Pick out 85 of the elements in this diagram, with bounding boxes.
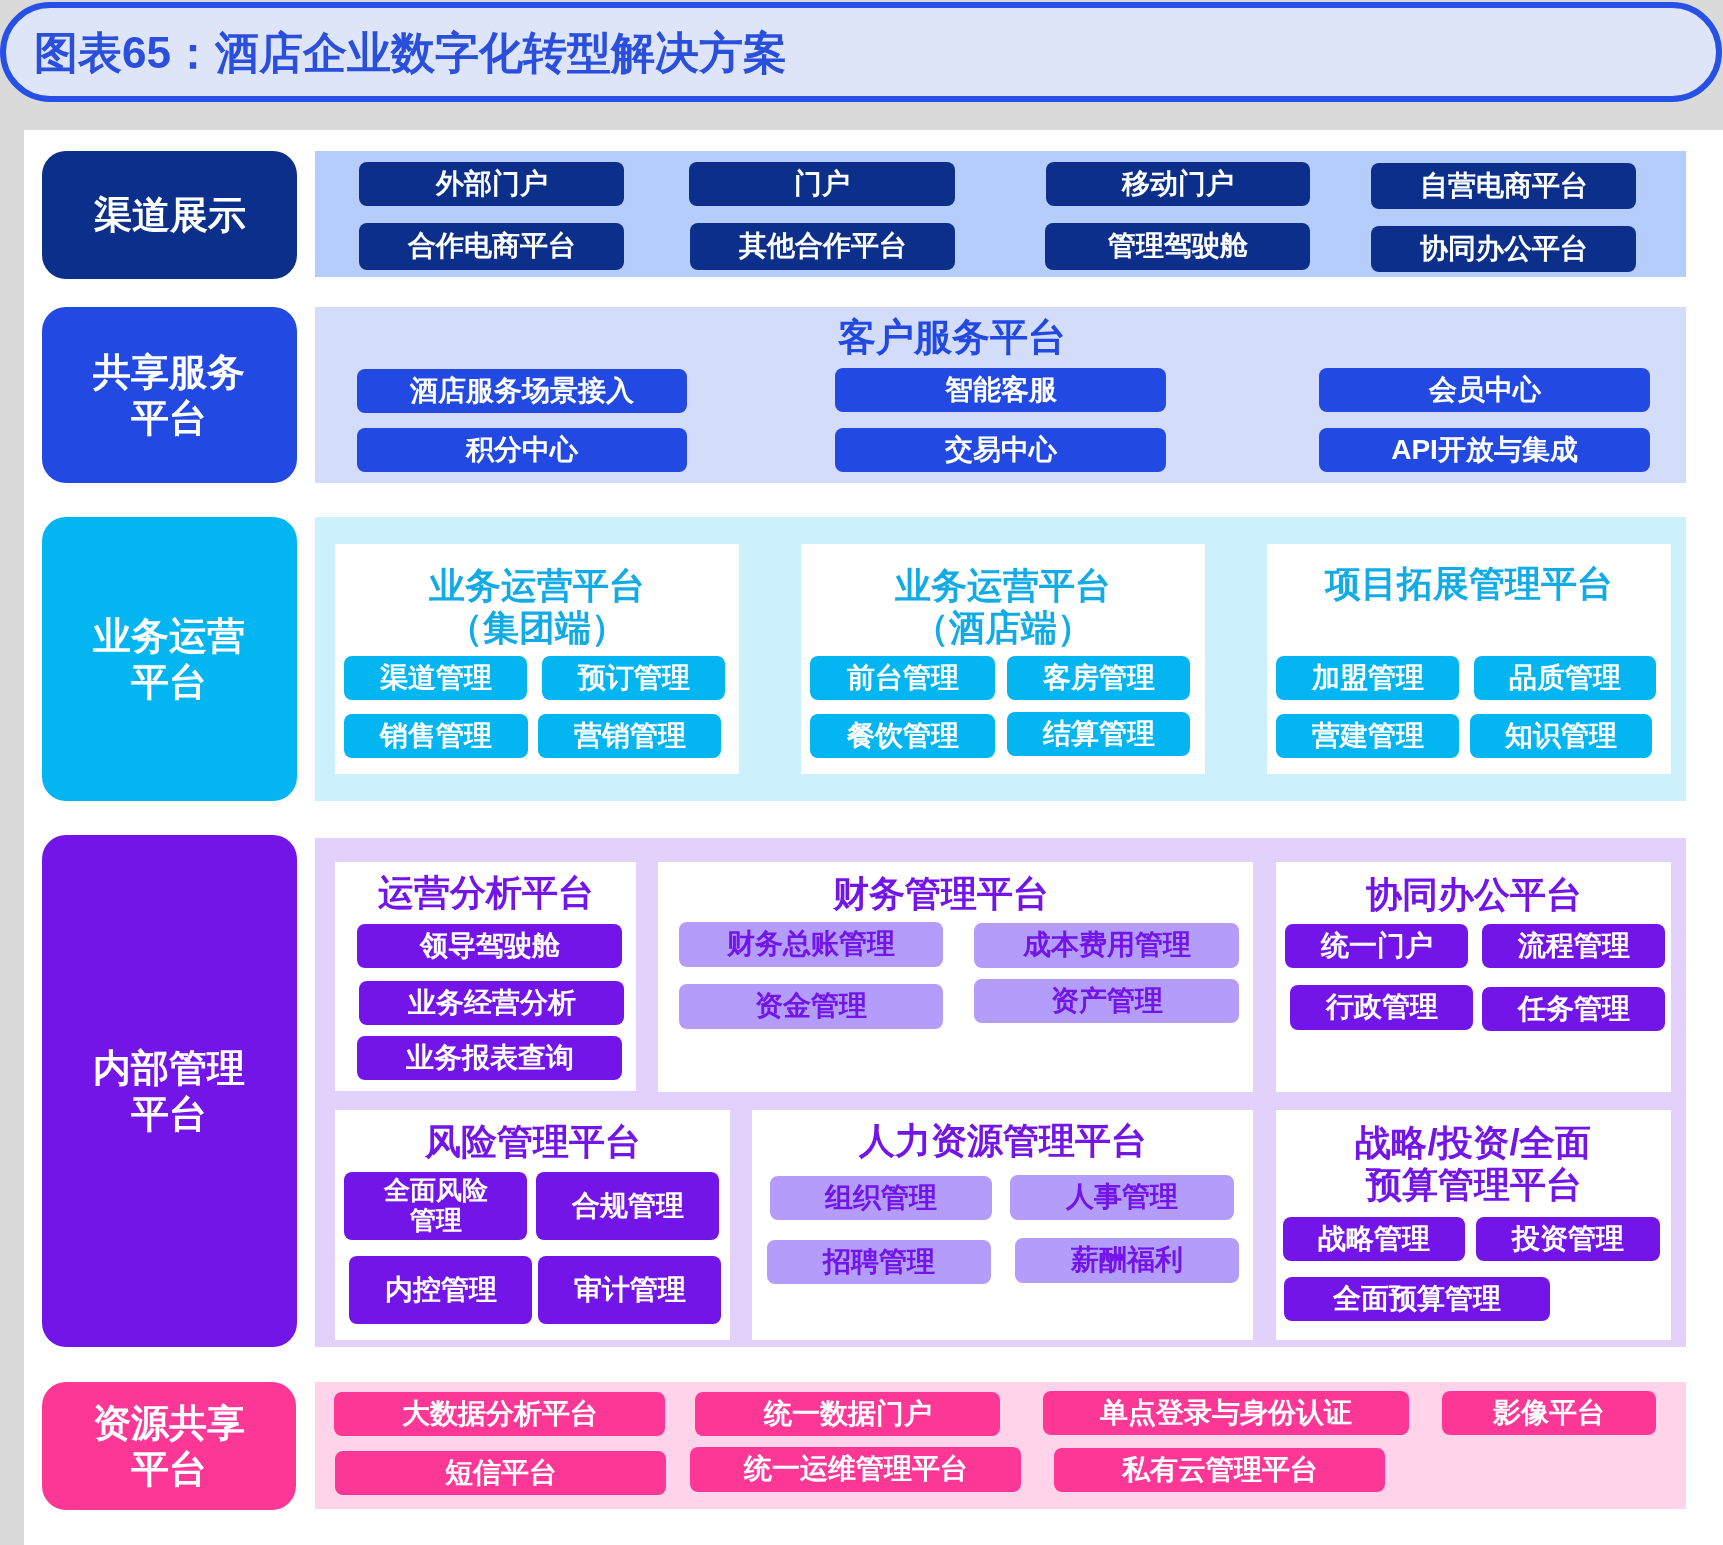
module-tag: 单点登录与身份认证 (1043, 1391, 1409, 1435)
module-tag: 客房管理 (1007, 656, 1190, 700)
module-tag: 人事管理 (1010, 1175, 1234, 1220)
module-tag: 加盟管理 (1276, 656, 1459, 700)
module-tag: 招聘管理 (767, 1240, 991, 1284)
module-tag: 品质管理 (1474, 656, 1656, 700)
module-tag: 行政管理 (1290, 985, 1473, 1030)
diagram-title: 图表65：酒店企业数字化转型解决方案 (34, 28, 787, 78)
platform-heading: 业务运营平台（集团端） (428, 565, 646, 649)
module-tag: 投资管理 (1476, 1217, 1660, 1261)
layer-name-tile: 业务运营平台 (42, 517, 297, 801)
module-tag: 业务报表查询 (357, 1036, 622, 1080)
platform-heading: 人力资源管理平台 (858, 1120, 1147, 1162)
module-tag: 外部门户 (359, 162, 624, 206)
layer-name-tile: 渠道展示 (42, 151, 297, 279)
module-tag: 影像平台 (1442, 1391, 1656, 1435)
platform-heading: 运营分析平台 (377, 872, 594, 914)
module-tag: 成本费用管理 (974, 923, 1239, 968)
module-tag: 门户 (689, 162, 955, 206)
platform-card (335, 1110, 730, 1340)
platform-heading: 财务管理平台 (832, 873, 1049, 915)
module-tag: 私有云管理平台 (1054, 1448, 1385, 1492)
module-tag: 短信平台 (335, 1451, 666, 1495)
layer-band (315, 1382, 1686, 1509)
module-tag: 组织管理 (770, 1176, 992, 1220)
module-tag: 内控管理 (349, 1256, 532, 1324)
module-tag: 合作电商平台 (359, 223, 624, 270)
platform-card (1276, 1110, 1671, 1340)
platform-card (1267, 544, 1671, 774)
platform-card (801, 544, 1205, 774)
module-tag: 智能客服 (835, 368, 1166, 412)
module-tag: 交易中心 (835, 428, 1166, 472)
module-tag: 资产管理 (974, 979, 1239, 1023)
module-tag: 财务总账管理 (679, 922, 943, 967)
module-tag: 薪酬福利 (1015, 1238, 1239, 1283)
platform-heading: 客户服务平台 (837, 315, 1066, 359)
platform-card (658, 862, 1253, 1092)
layer-name-tile: 共享服务平台 (42, 307, 297, 483)
module-tag: 会员中心 (1319, 368, 1650, 412)
module-tag: 战略管理 (1283, 1217, 1465, 1261)
module-tag: 业务经营分析 (359, 981, 624, 1025)
platform-heading: 项目拓展管理平台 (1325, 563, 1613, 605)
module-tag: 积分中心 (357, 428, 687, 472)
platform-heading: 风险管理平台 (424, 1121, 641, 1163)
module-tag: 自营电商平台 (1371, 163, 1636, 209)
module-tag: 统一门户 (1285, 924, 1468, 968)
platform-heading: 业务运营平台（酒店端） (894, 565, 1112, 649)
module-tag: 其他合作平台 (690, 223, 955, 270)
platform-card (1276, 862, 1671, 1092)
module-tag: 前台管理 (810, 656, 995, 700)
module-tag: 大数据分析平台 (334, 1392, 665, 1436)
platform-heading: 协同办公平台 (1365, 874, 1582, 916)
module-tag: 协同办公平台 (1371, 226, 1636, 272)
module-tag: 统一运维管理平台 (690, 1447, 1021, 1492)
module-tag: 预订管理 (542, 656, 725, 700)
module-tag: 任务管理 (1482, 987, 1665, 1031)
module-tag: 全面预算管理 (1284, 1277, 1550, 1321)
platform-heading: 战略/投资/全面预算管理平台 (1354, 1122, 1593, 1206)
module-tag: 全面风险管理 (344, 1172, 527, 1240)
platform-card (335, 544, 739, 774)
layer-band (315, 838, 1686, 1347)
layer-band (315, 307, 1686, 483)
layer-name-tile: 内部管理平台 (42, 835, 297, 1347)
module-tag: 餐饮管理 (810, 714, 995, 758)
module-tag: 资金管理 (679, 984, 943, 1029)
layer-name-tile: 资源共享平台 (42, 1382, 296, 1510)
module-tag: 合规管理 (536, 1172, 719, 1240)
module-tag: 管理驾驶舱 (1045, 223, 1310, 270)
module-tag: API开放与集成 (1319, 428, 1650, 472)
platform-card (752, 1110, 1253, 1340)
module-tag: 酒店服务场景接入 (357, 369, 687, 413)
module-tag: 结算管理 (1007, 712, 1190, 756)
module-tag: 移动门户 (1046, 162, 1310, 206)
module-tag: 渠道管理 (344, 656, 527, 700)
layer-band (315, 151, 1686, 277)
module-tag: 统一数据门户 (695, 1392, 1000, 1436)
module-tag: 审计管理 (538, 1256, 721, 1324)
module-tag: 营建管理 (1276, 714, 1459, 758)
module-tag: 流程管理 (1482, 924, 1665, 968)
module-tag: 领导驾驶舱 (357, 924, 622, 968)
platform-card (335, 862, 636, 1091)
layer-band (315, 517, 1686, 801)
module-tag: 营销管理 (538, 714, 721, 758)
module-tag: 知识管理 (1470, 714, 1652, 758)
module-tag: 销售管理 (344, 714, 528, 758)
